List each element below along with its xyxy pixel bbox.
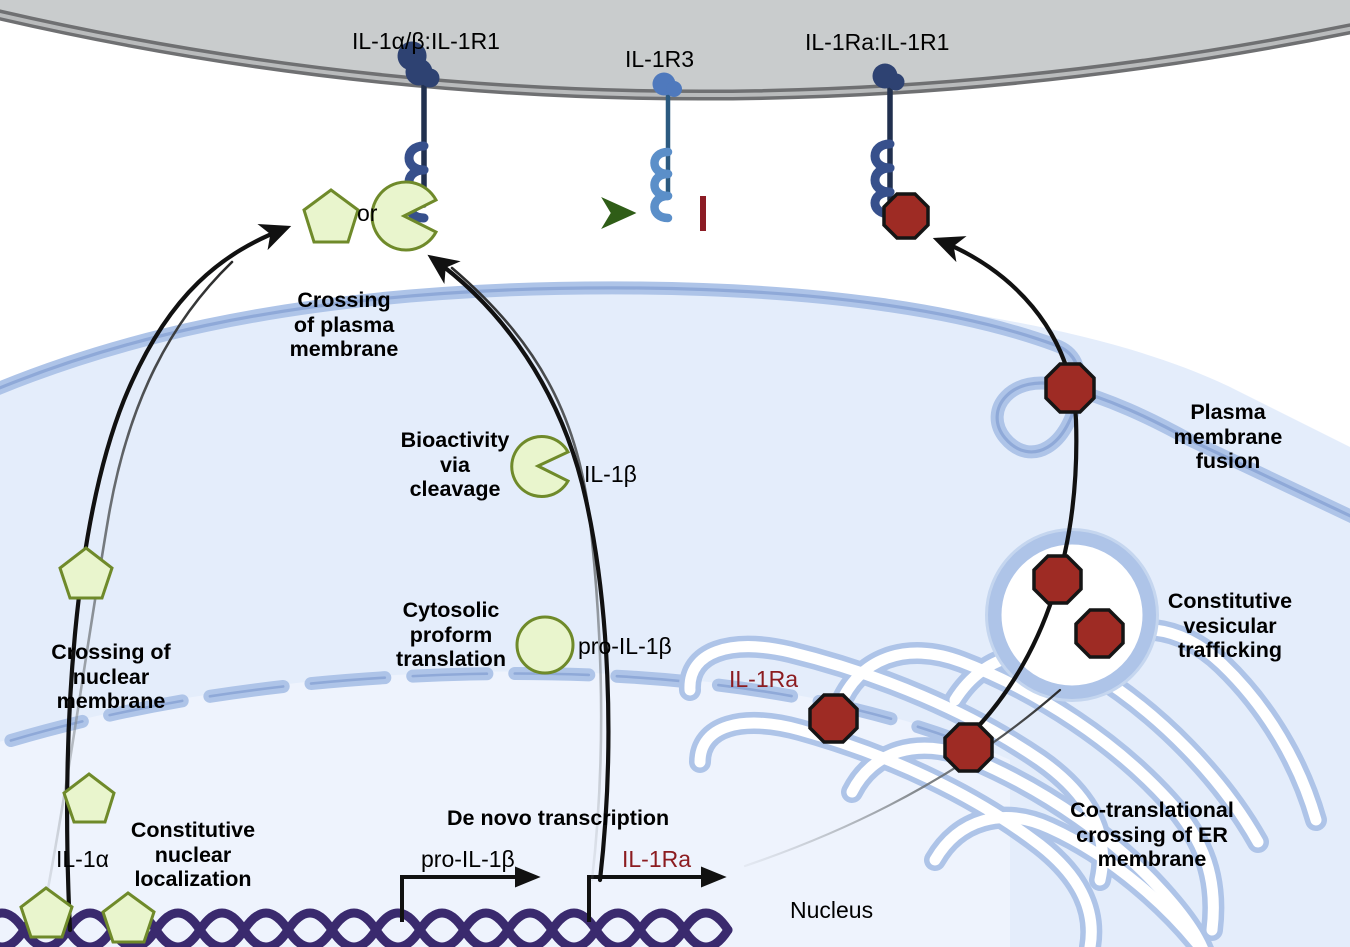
molecule-circle-cytosol [515,615,575,675]
label-cytosolic-proform-translation: Cytosolic proform translation [396,598,506,671]
label-il1b: IL-1β [584,461,637,487]
label-plasma-membrane-fusion: Plasma membrane fusion [1173,400,1283,473]
target-cell-membrane [0,9,1350,101]
receptor-il1r1-right [870,63,905,219]
label-il1a: IL-1α [56,846,109,872]
label-co-translational-crossing-er: Co-translational crossing of ER membrane [1070,798,1234,871]
label-de-novo-transcription: De novo transcription [447,806,670,830]
nuclear-membrane [0,667,1017,769]
receptor-label-il1ab-il1r1: IL-1α/β:IL-1R1 [352,28,500,54]
ligand-pacman-bound [370,180,439,252]
label-nucleus: Nucleus [790,897,874,923]
transport-arrows [65,224,1079,933]
molecule-pentagon-nuclear [62,772,116,824]
gene-label-il1ra: IL-1Ra [622,846,692,872]
label-bioactivity-via-cleavage: Bioactivity via cleavage [400,428,510,501]
label-pro-il1b: pro-IL-1β [578,633,672,659]
molecule-pentagon-dna-1 [19,886,74,939]
molecule-pacman-cytosol [510,435,571,498]
molecule-pentagon-dna-2 [101,891,156,944]
receptor-label-il1ra-il1r1: IL-1Ra:IL-1R1 [805,29,950,55]
label-il1ra-er: IL-1Ra [729,666,799,692]
inhibition-bar [700,196,862,231]
or-text: or [357,200,378,226]
il1ra-octagon-er-1 [808,693,859,744]
il1ra-octagon-vesicle-2 [1074,608,1125,659]
transcription-arrows [400,866,727,922]
label-constitutive-nuclear-localization: Constitutive nuclear localization [130,818,256,891]
molecule-pentagon-cytosol [58,546,114,600]
receptor-label-il1r3: IL-1R3 [625,46,695,72]
label-constitutive-vesicular-trafficking: Constitutive vesicular trafficking [1167,589,1293,662]
il1ra-octagon-vesicle-1 [1032,554,1083,605]
secretory-vesicle [985,528,1159,702]
il1ra-octagon-fusion [1044,362,1096,414]
il1ra-octagon-bound [882,192,930,240]
il1ra-octagon-er-2 [943,722,994,773]
plasma-membrane [0,281,1350,523]
endoplasmic-reticulum [679,618,1327,947]
gene-label-pro-il1b: pro-IL-1β [421,846,515,872]
label-crossing-plasma-membrane: Crossing of plasma membrane [289,288,399,361]
ligand-pentagon-free [302,188,360,244]
nucleus-body [0,671,1010,947]
receptor-il1r3 [650,72,682,223]
label-crossing-nuclear-membrane: Crossing of nuclear membrane [51,640,171,713]
